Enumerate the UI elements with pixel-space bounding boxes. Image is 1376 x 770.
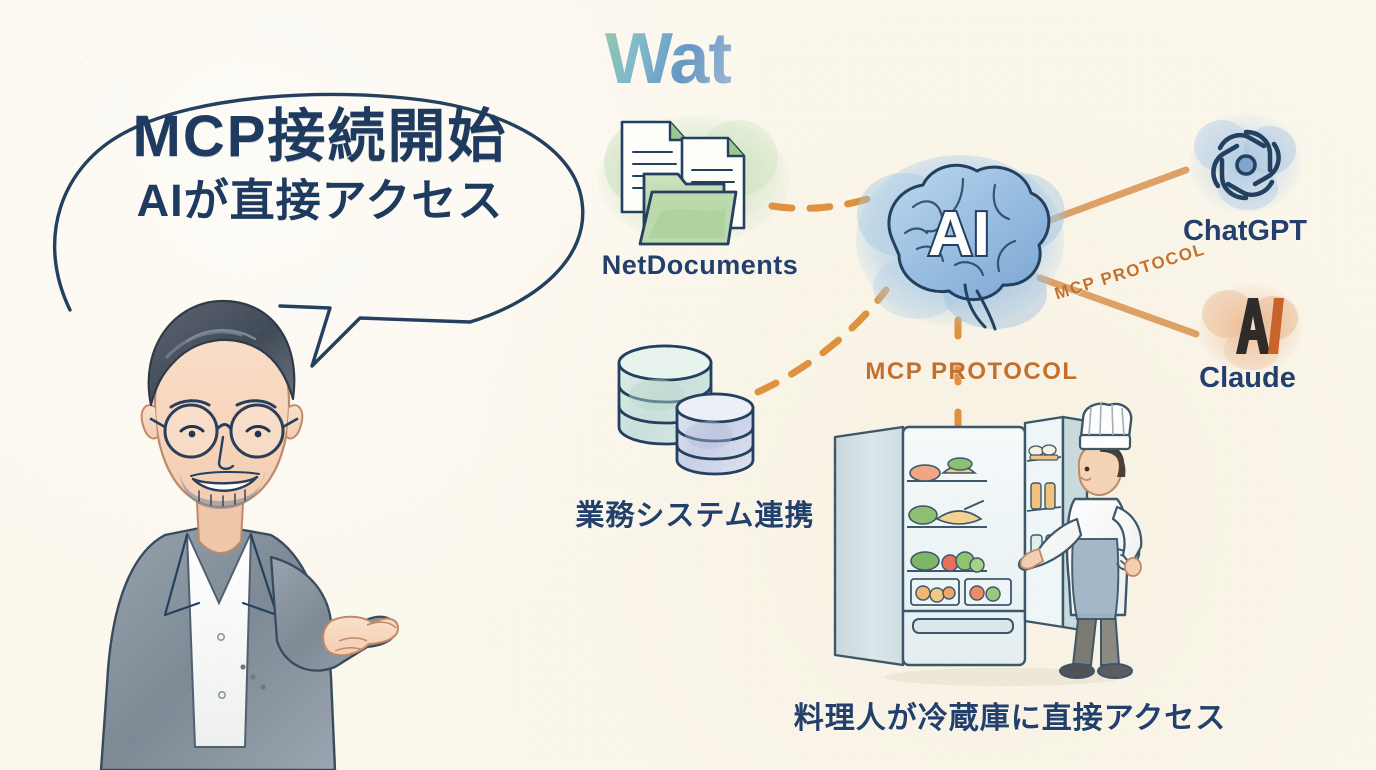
anthropic-logo-icon[interactable]: [1196, 280, 1306, 375]
page-title: MCP接続開始 AIが直接アクセス: [60, 104, 580, 226]
ai-brain-icon[interactable]: AI: [845, 145, 1075, 340]
business-systems-label: 業務システム連携: [575, 500, 815, 532]
watercolor-word-mark: Wat: [605, 19, 732, 99]
link-ai-to-claude: [1036, 274, 1200, 338]
presenter-illustration: [99, 299, 400, 770]
link-netdocuments-to-ai: [768, 192, 882, 212]
link-ai-to-chatgpt: [1041, 166, 1190, 226]
chef-refrigerator-icon[interactable]: [825, 402, 1155, 690]
chatgpt-label: ChatGPT: [1182, 215, 1308, 247]
mcp-protocol-label-horizontal: MCP PROTOCOL: [865, 358, 1079, 385]
headline-line-1: MCP接続開始: [132, 104, 508, 169]
refrigerator-caption: 料理人が冷蔵庫に直接アクセス: [793, 702, 1227, 735]
claude-label: Claude: [1199, 362, 1296, 394]
headline-line-2: AIが直接アクセス: [136, 174, 504, 226]
link-systems-to-ai: [754, 286, 890, 396]
openai-logo-icon[interactable]: [1186, 108, 1306, 218]
ai-brain-text: AI: [928, 200, 990, 269]
database-stack-icon[interactable]: [605, 335, 805, 490]
speech-bubble: [52, 92, 585, 368]
netdocuments-label: NetDocuments: [601, 250, 799, 280]
netdocuments-icon[interactable]: [586, 112, 816, 252]
